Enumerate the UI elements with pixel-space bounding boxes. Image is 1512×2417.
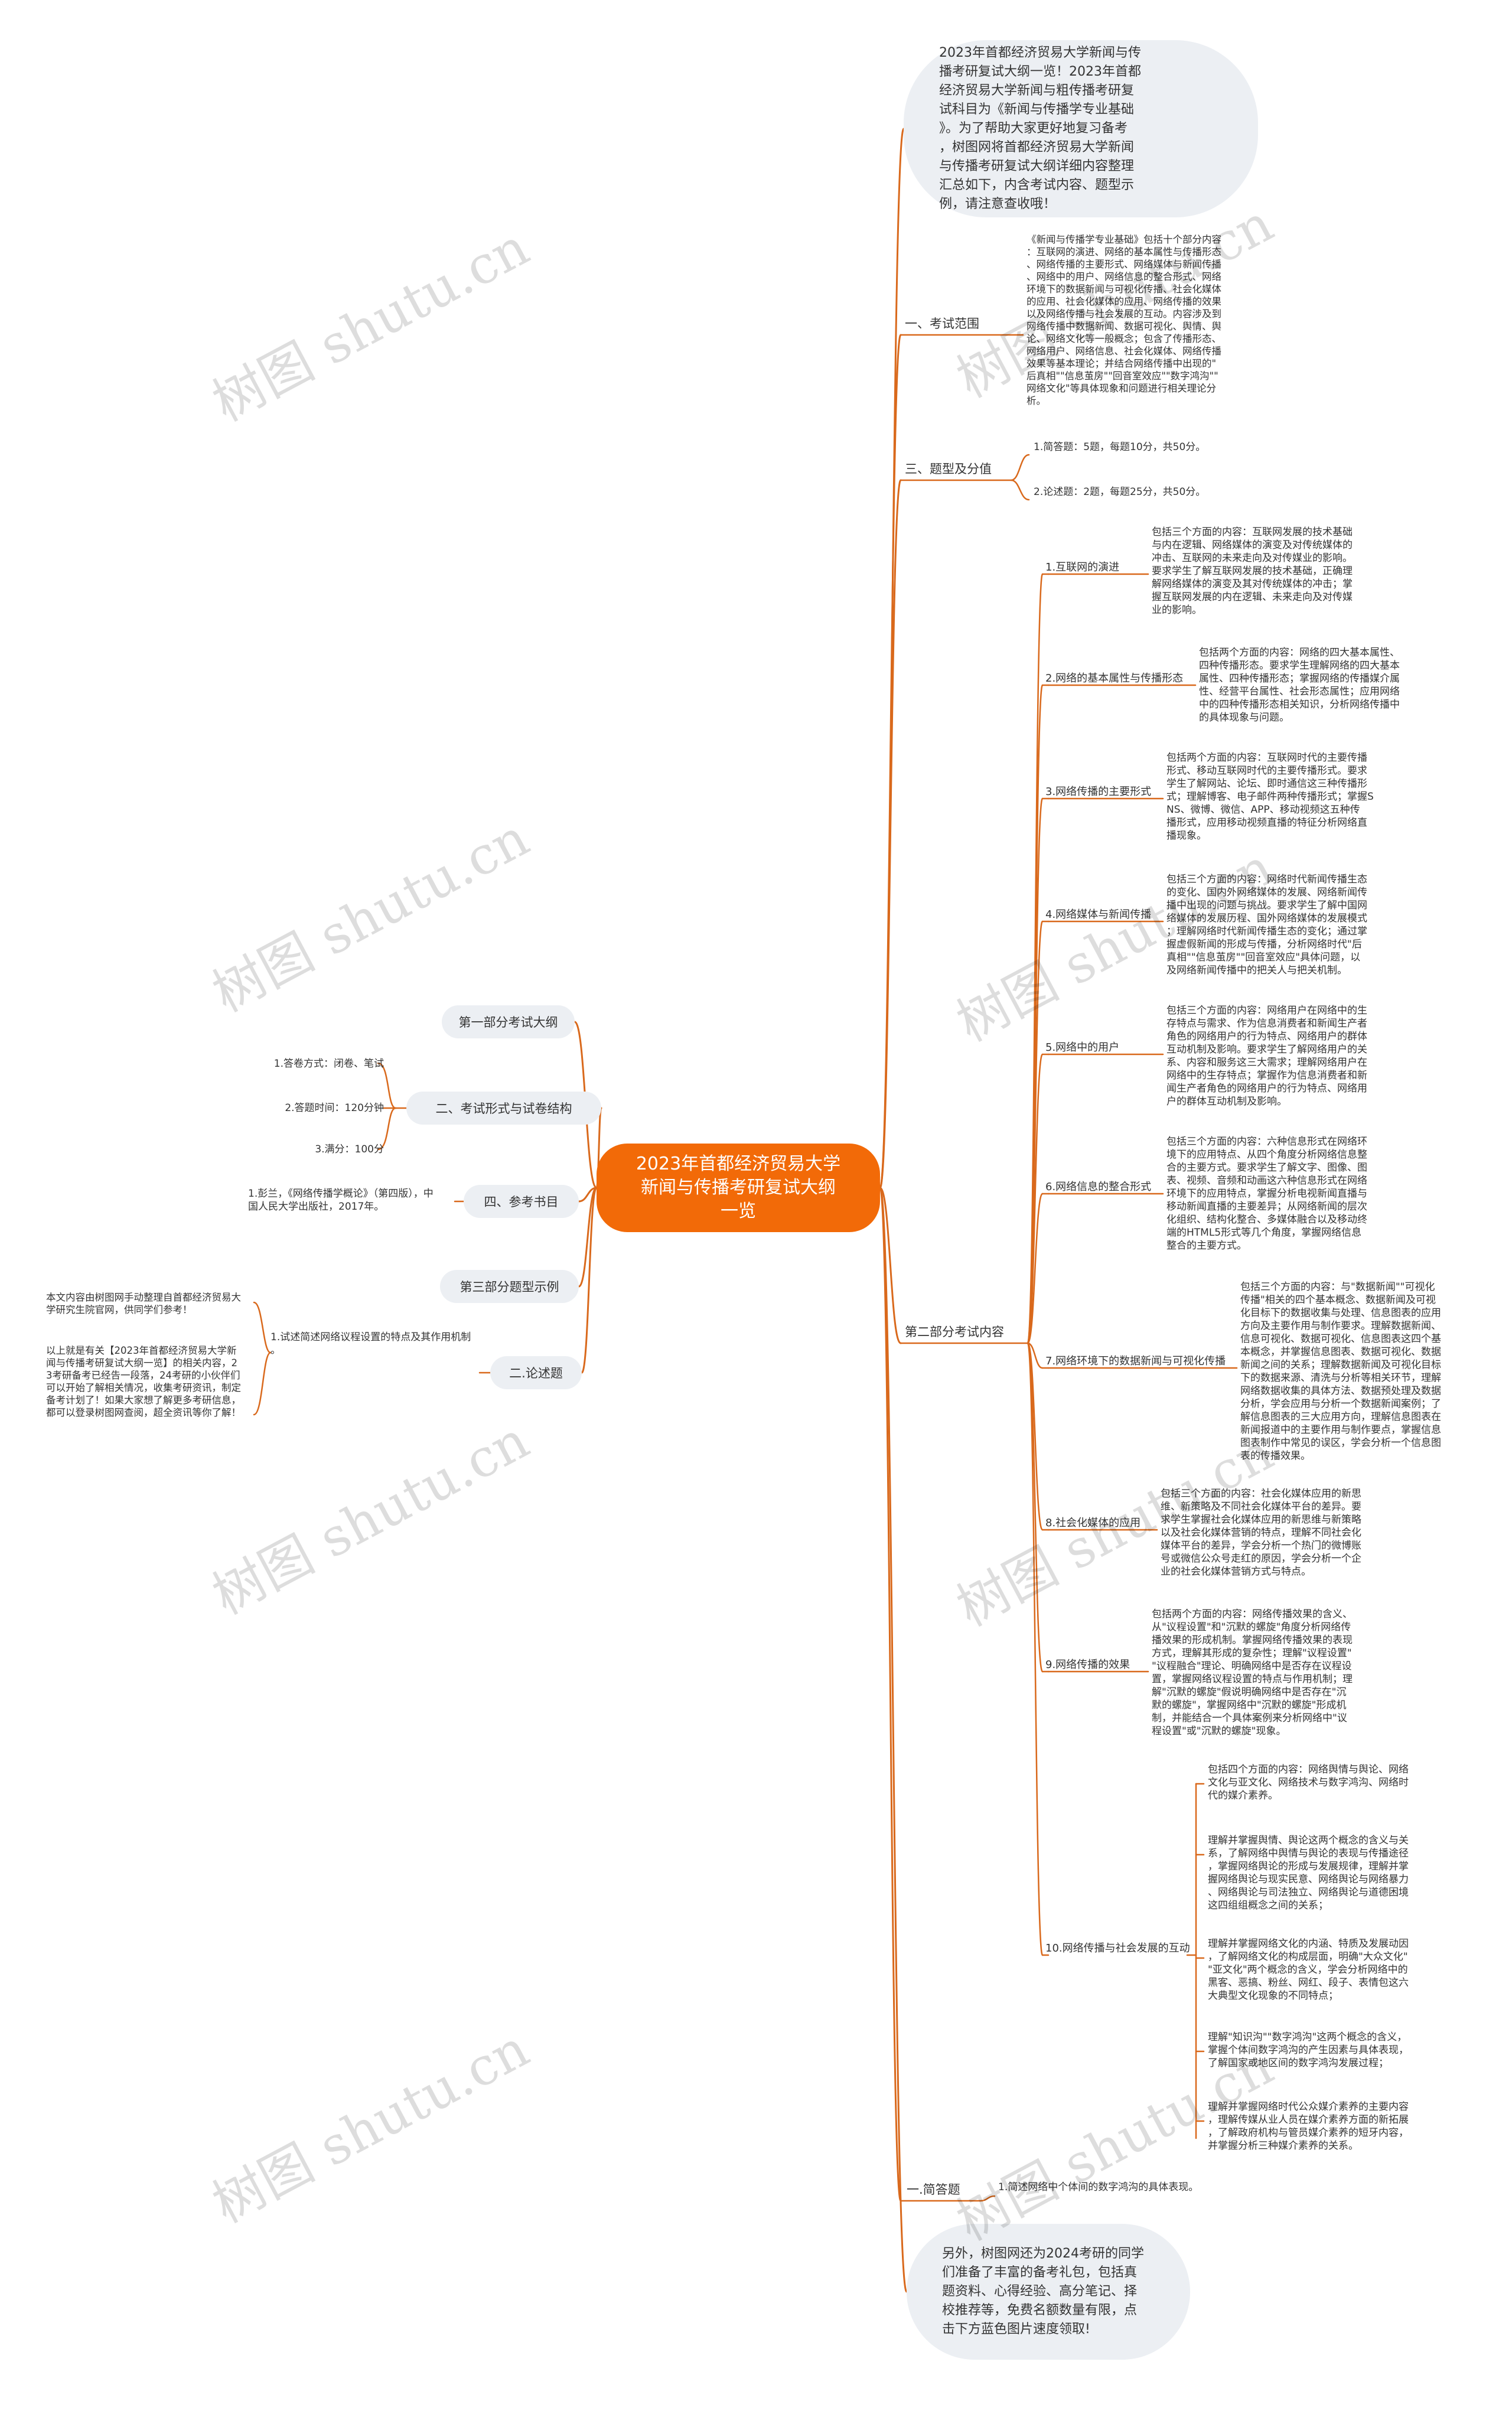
intro-bubble: 2023年首都经济贸易大学新闻与传 播考研复试大纲一览！2023年首都 经济贸易… xyxy=(904,40,1258,217)
part2-item-label-2: 2.网络的基本属性与传播形态 xyxy=(1045,672,1184,685)
part2-item-label-6: 6.网络信息的整合形式 xyxy=(1045,1181,1152,1193)
connector xyxy=(1010,479,1030,501)
part2-item-text-3: 包括两个方面的内容：互联网时代的主要传播 形式、移动互联网时代的主要传播形式。要… xyxy=(1166,752,1374,842)
connector xyxy=(879,1187,908,2293)
short-label: 一.简答题 xyxy=(907,2183,960,2197)
part3-pill: 第三部分题型示例 xyxy=(440,1270,579,1303)
connector xyxy=(253,1301,272,1354)
part2-item-label-9: 9.网络传播的效果 xyxy=(1045,1659,1130,1671)
form-item-3: 3.满分：100分 xyxy=(315,1144,384,1155)
part2-item-label-1: 1.互联网的演进 xyxy=(1045,561,1120,574)
connector xyxy=(1027,1342,1044,1369)
part2-item-text-5: 包括三个方面的内容：网络用户在网络中的生 存特点与需求、作为信息消费者和新闻生产… xyxy=(1166,1005,1367,1107)
connector xyxy=(253,1351,272,1416)
connector xyxy=(1027,1342,1044,1956)
outro-bubble: 另外，树图网还为2024考研的同学 们准备了丰富的备考礼包，包括真 题资料、心得… xyxy=(907,2224,1190,2360)
short-item: 1.简述网络中个体间的数字鸿沟的具体表现。 xyxy=(998,2181,1199,2193)
connector xyxy=(879,334,902,1189)
connector xyxy=(377,1062,397,1109)
part2-label: 第二部分考试内容 xyxy=(905,1325,1004,1339)
connector xyxy=(1027,684,1044,1344)
form-item-2: 2.答题时间：120分钟 xyxy=(285,1102,384,1114)
essay-note-2: 以上就是有关【2023年首都经济贸易大学新 闻与传播考研复试大纲一览】的相关内容… xyxy=(46,1345,241,1418)
connector xyxy=(879,479,902,1189)
types-item-2: 2.论述题：2题，每题25分，共50分。 xyxy=(1034,486,1206,498)
part2-item-text-4: 包括三个方面的内容：网络时代新闻传播生态 的变化、国内外网络媒体的发展、网络新闻… xyxy=(1166,874,1367,976)
part2-item10-text-5: 理解并掌握网络时代公众媒介素养的主要内容 ，理解传媒从业人员在媒介素养方面的新拓… xyxy=(1208,2101,1409,2152)
outro-bubble-text: 另外，树图网还为2024考研的同学 们准备了丰富的备考礼包，包括真 题资料、心得… xyxy=(942,2246,1144,2337)
part2-item-label-7: 7.网络环境下的数据新闻与可视化传播 xyxy=(1045,1355,1226,1367)
part2-item-text-6: 包括三个方面的内容：六种信息形式在网络环 境下的应用特点、从四个角度分析网络信息… xyxy=(1166,1136,1367,1252)
part2-item10-text-4: 理解"知识沟""数字鸿沟"这两个概念的含义， 掌握个体间数字鸿沟的产生因素与具体… xyxy=(1208,2031,1409,2069)
part2-item-text-2: 包括两个方面的内容：网络的四大基本属性、 四种传播形态。要求学生理解网络的四大基… xyxy=(1199,647,1400,724)
types-label: 三、题型及分值 xyxy=(905,462,992,476)
types-item-1: 1.简答题：5题，每题10分，共50分。 xyxy=(1034,441,1206,453)
part1-pill: 第一部分考试大纲 xyxy=(442,1005,575,1038)
part2-item10-text-1: 包括四个方面的内容：网络舆情与舆论、网络 文化与亚文化、网络技术与数字鸿沟、网络… xyxy=(1208,1764,1409,1802)
part2-item-text-9: 包括两个方面的内容：网络传播效果的含义、 从"议程设置"和"沉默的螺旋"角度分析… xyxy=(1152,1608,1353,1737)
books-text: 1.彭兰，《网络传播学概论》（第四版），中 国人民大学出版社，2017年。 xyxy=(248,1188,434,1213)
essay-pill: 二.论述题 xyxy=(490,1356,582,1389)
form-pill: 二、考试形式与试卷结构 xyxy=(406,1092,601,1125)
root-topic: 2023年首都经济贸易大学 新闻与传播考研复试大纲 一览 xyxy=(597,1144,880,1232)
connector xyxy=(377,1107,397,1151)
connector xyxy=(1027,1193,1044,1344)
form-item-1: 1.答卷方式：闭卷、笔试 xyxy=(273,1058,384,1070)
connector xyxy=(1027,1053,1044,1344)
connector xyxy=(879,1187,902,1344)
part2-item-text-1: 包括三个方面的内容：互联网发展的技术基础 与内在逻辑、网络媒体的演变及对传统媒体… xyxy=(1152,526,1353,616)
connector xyxy=(1010,454,1030,481)
books-pill: 四、参考书目 xyxy=(464,1185,579,1218)
part2-item-text-7: 包括三个方面的内容：与"数据新闻""可视化 传播"相关的四个基本概念、数据新闻及… xyxy=(1240,1281,1441,1462)
part2-item-text-8: 包括三个方面的内容：社会化媒体应用的新思 维、新策略及不同社会化媒体平台的差异。… xyxy=(1161,1488,1361,1578)
essay-item: 1.试述简述网络议程设置的特点及其作用机制 。 xyxy=(271,1331,471,1356)
connector xyxy=(979,2195,996,2202)
scope-text: 《新闻与传播学专业基础》包括十个部分内容 ：互联网的演进、网络的基本属性与传播形… xyxy=(1027,234,1221,406)
connector xyxy=(879,1187,902,2202)
intro-bubble-text: 2023年首都经济贸易大学新闻与传 播考研复试大纲一览！2023年首都 经济贸易… xyxy=(939,45,1141,211)
part2-item-label-5: 5.网络中的用户 xyxy=(1045,1041,1120,1054)
part2-item-label-4: 4.网络媒体与新闻传播 xyxy=(1045,908,1152,921)
connector xyxy=(578,1187,598,1288)
part2-item10-text-3: 理解并掌握网络文化的内涵、特质及发展动因 ，了解网络文化的构成层面，明确"大众文… xyxy=(1208,1938,1409,2002)
connector xyxy=(581,1187,598,1374)
part2-item-label-3: 3.网络传播的主要形式 xyxy=(1045,786,1152,798)
part2-item10-text-2: 理解并掌握舆情、舆论这两个概念的含义与关 系，了解网络中舆情与舆论的表现与传播途… xyxy=(1208,1835,1409,1911)
part2-item-label-10: 10.网络传播与社会发展的互动 xyxy=(1045,1942,1190,1955)
scope-label: 一、考试范围 xyxy=(905,317,979,331)
essay-note-1: 本文内容由树图网手动整理自首都经济贸易大 学研究生院官网，供同学们参考！ xyxy=(46,1292,241,1315)
part2-item-label-8: 8.社会化媒体的应用 xyxy=(1045,1517,1141,1529)
